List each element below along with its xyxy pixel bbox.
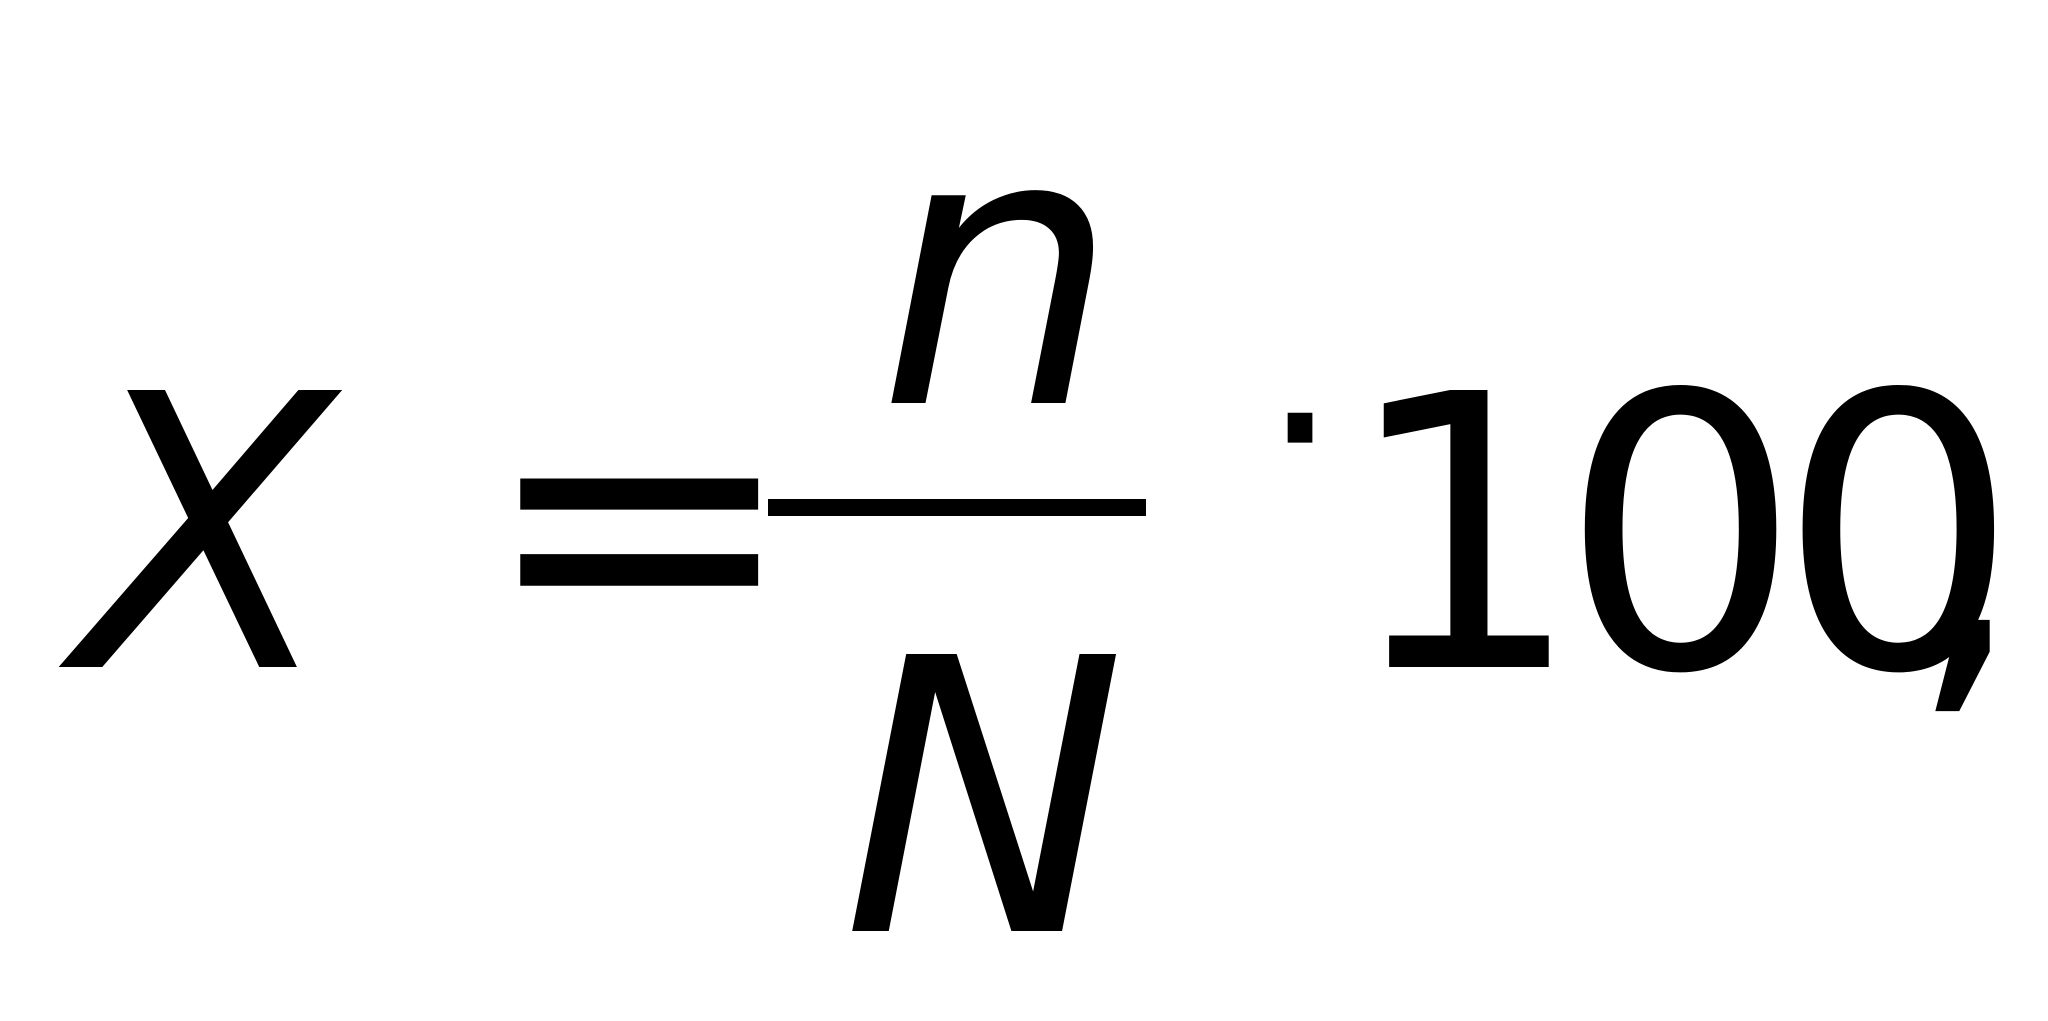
equals-sign: =: [480, 298, 799, 741]
formula-lhs-x: X: [75, 314, 336, 757]
multiplication-dot: ·: [1262, 288, 1339, 568]
multiplier-value: 100: [1342, 314, 2019, 757]
fraction-bar: [768, 499, 1146, 516]
percentage-formula: X = n N · 100 ,: [75, 50, 2027, 1021]
fraction-denominator: N: [842, 578, 1127, 1021]
fraction-numerator: n: [878, 50, 1119, 493]
trailing-comma: ,: [1906, 314, 2027, 757]
